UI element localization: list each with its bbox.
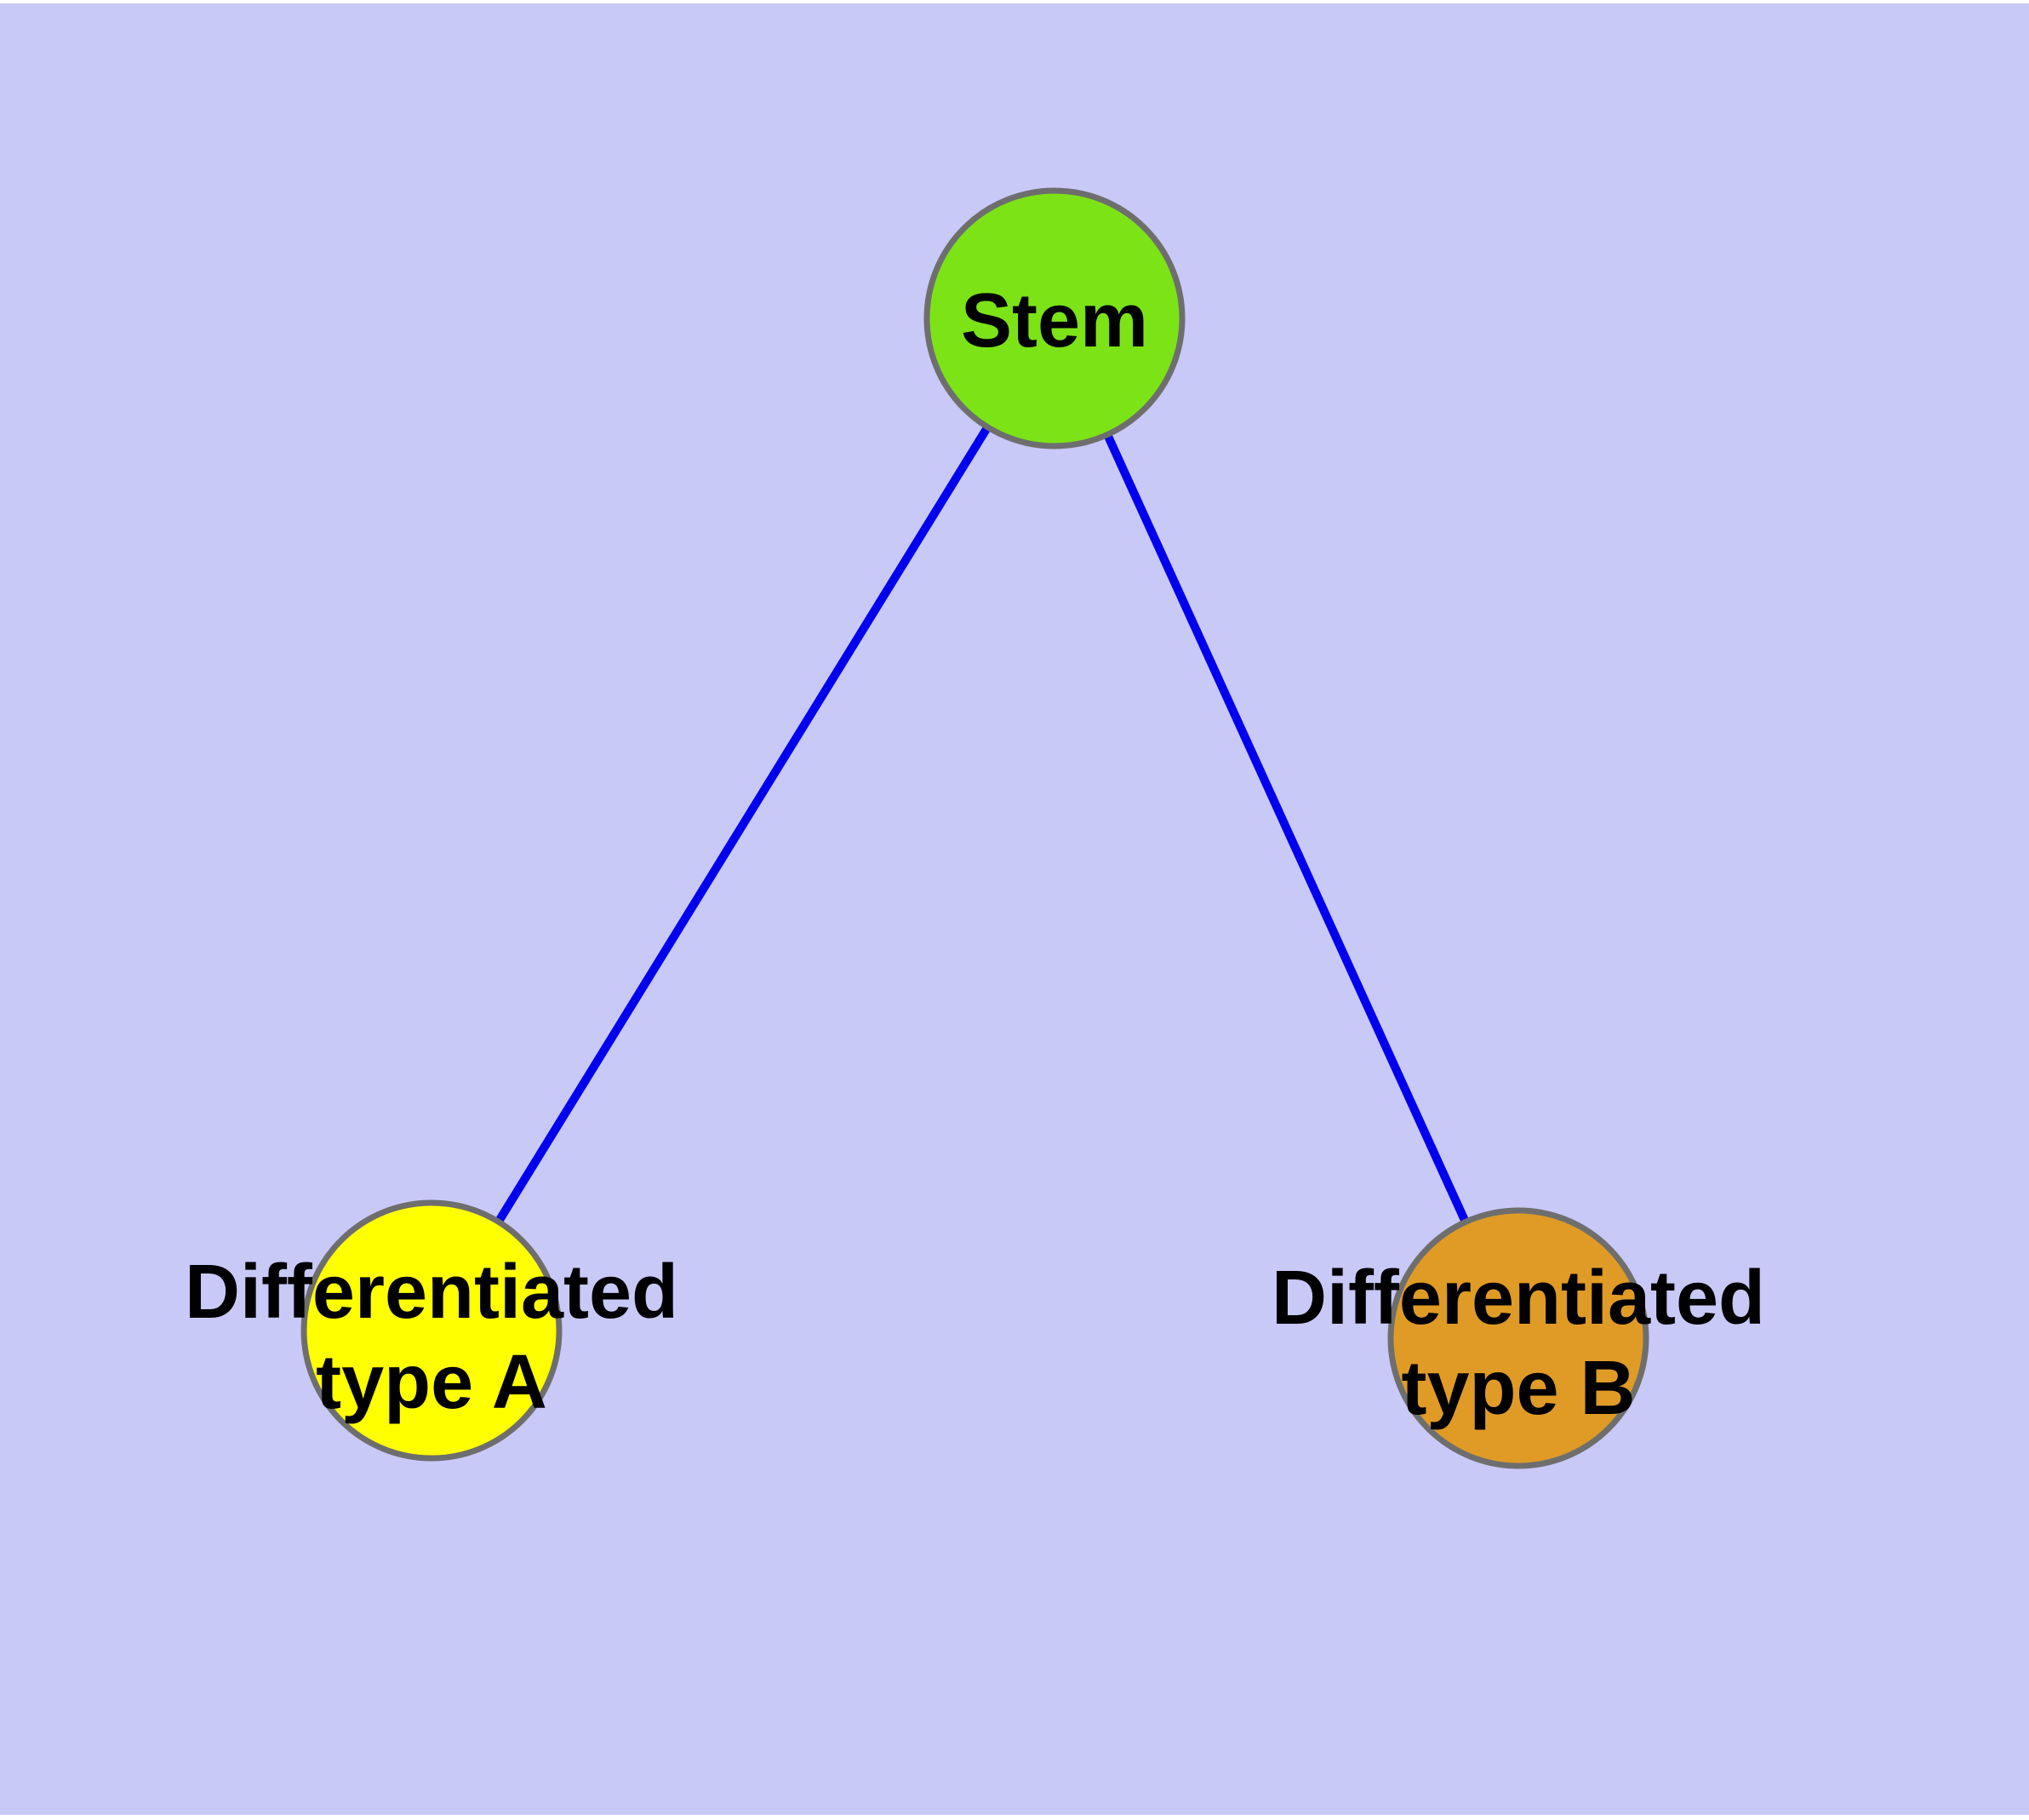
node-type-b-label-line1: Differentiated bbox=[1272, 1256, 1765, 1341]
node-differentiated-type-a bbox=[300, 1199, 563, 1462]
node-type-a-label-line2: type A bbox=[316, 1340, 547, 1425]
node-stem-label: Stem bbox=[961, 278, 1148, 363]
node-stem bbox=[923, 187, 1186, 449]
edge-stem-to-type-a bbox=[427, 316, 1059, 1333]
node-type-a-label-line1: Differentiated bbox=[185, 1250, 678, 1335]
node-type-b-label-line2: type B bbox=[1401, 1346, 1635, 1431]
edge-stem-to-type-b bbox=[1050, 316, 1523, 1341]
node-differentiated-type-b bbox=[1387, 1207, 1649, 1469]
